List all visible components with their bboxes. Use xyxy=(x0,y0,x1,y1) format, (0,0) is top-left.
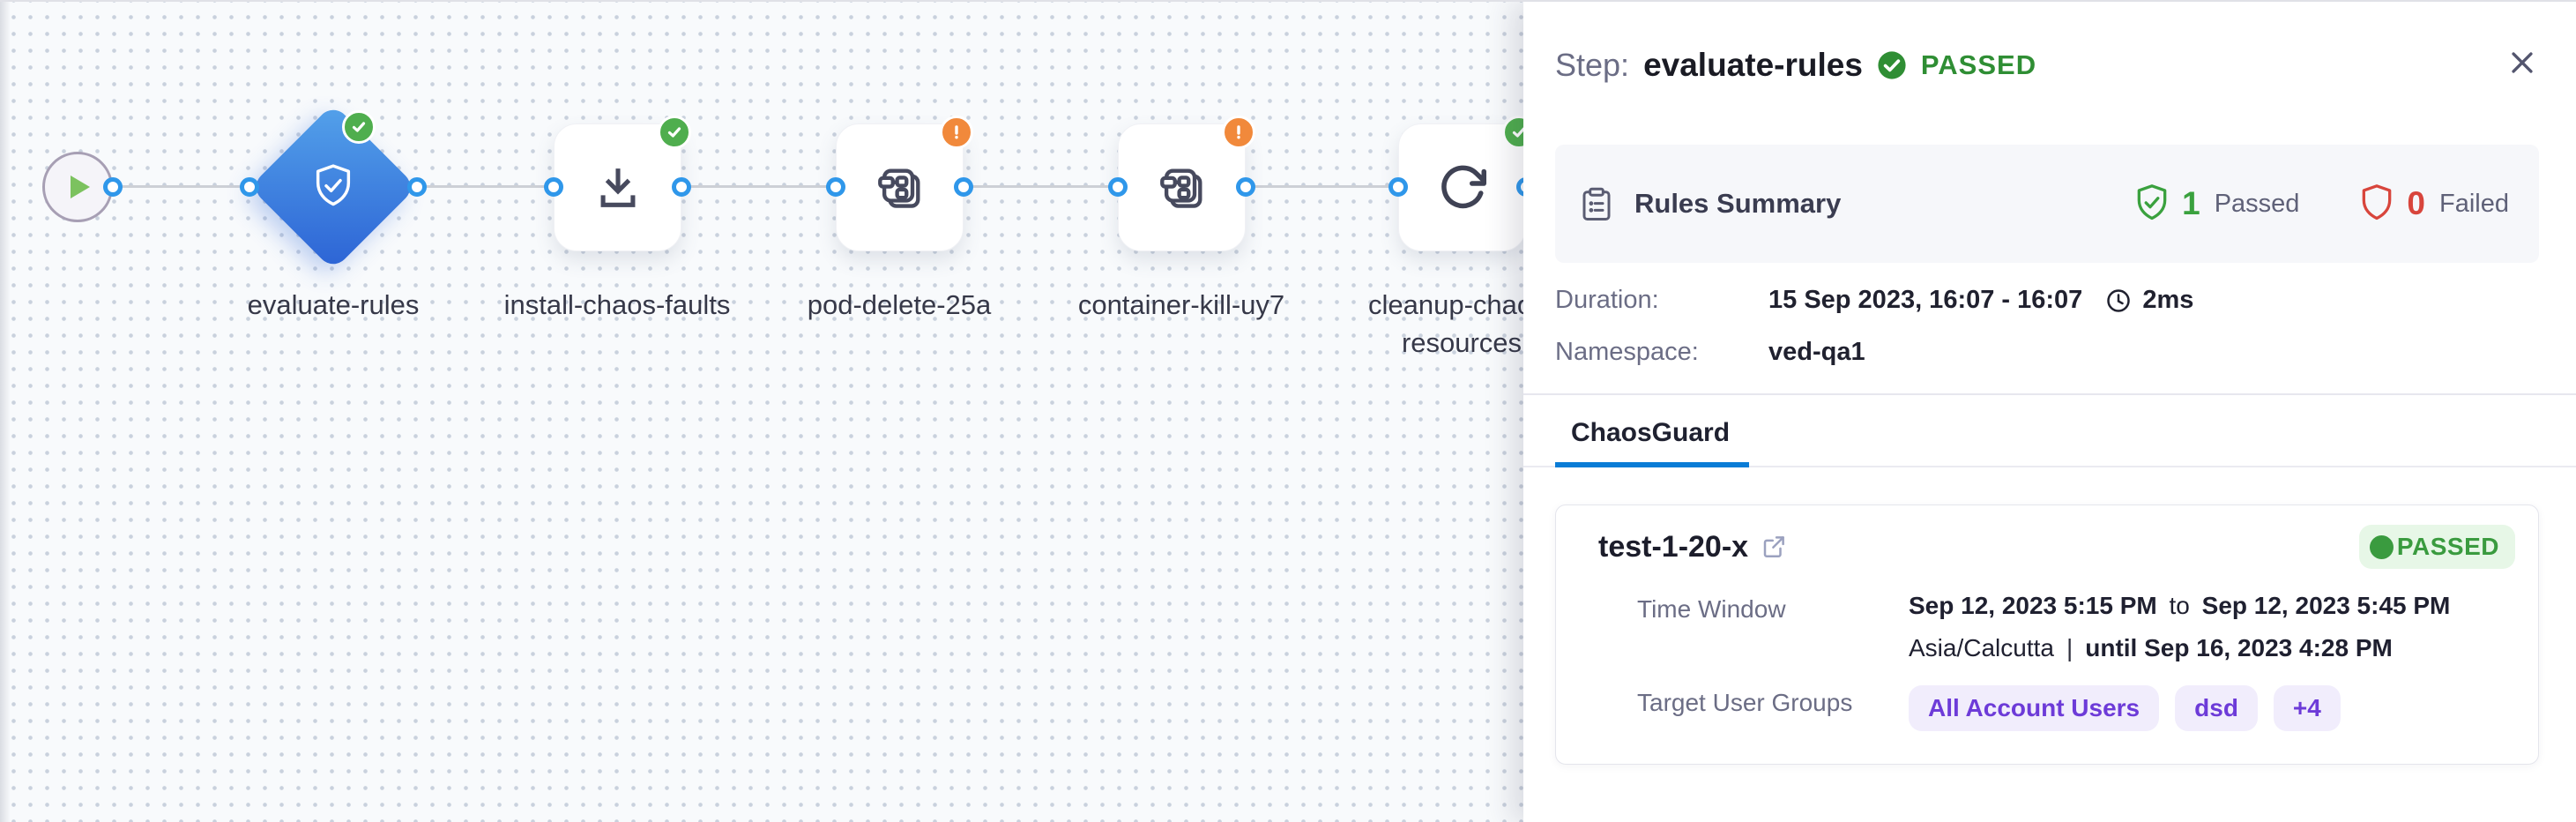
rules-summary-bar: Rules Summary 1 Passed 0 Failed xyxy=(1555,145,2539,263)
connector-dot[interactable] xyxy=(544,177,563,197)
pipeline-start-node[interactable] xyxy=(42,152,113,222)
node-label: evaluate-rules xyxy=(247,289,420,320)
condition-status-pill: PASSED xyxy=(2358,525,2515,569)
failed-count: 0 xyxy=(2407,185,2425,221)
duration-value: 15 Sep 2023, 16:07 - 16:07 xyxy=(1768,286,2083,314)
time-from: Sep 12, 2023 5:15 PM xyxy=(1909,592,2157,619)
check-icon xyxy=(1512,127,1526,138)
chaosguard-condition-card: test-1-20-x PASSED Time Window Sep 1 xyxy=(1555,504,2539,765)
user-group-pill[interactable]: +4 xyxy=(2273,685,2341,731)
pipeline-edge xyxy=(78,185,1534,188)
time-to-word: to xyxy=(2169,592,2190,619)
timezone: Asia/Calcutta xyxy=(1909,634,2054,661)
node-cleanup-chaos-resources[interactable] xyxy=(1398,123,1526,251)
namespace-value: ved-qa1 xyxy=(1768,338,1865,366)
check-icon xyxy=(667,127,681,138)
time-window-row: Time Window Sep 12, 2023 5:15 PM to Sep … xyxy=(1598,592,2515,662)
failed-label: Failed xyxy=(2439,189,2509,218)
panel-tabbar: ChaosGuard xyxy=(1523,395,2576,467)
connector-dot[interactable] xyxy=(954,177,973,197)
check-icon xyxy=(352,122,366,132)
shield-passed-icon xyxy=(2137,184,2167,220)
condition-status-text: PASSED xyxy=(2396,533,2499,560)
connector-dot[interactable] xyxy=(672,177,691,197)
retry-icon xyxy=(1441,165,1486,208)
clock-icon xyxy=(2105,288,2132,314)
shield-failed-icon xyxy=(2363,184,2392,220)
connector-dot[interactable] xyxy=(1108,177,1128,197)
card-header: test-1-20-x PASSED xyxy=(1598,525,2515,569)
step-prefix-label: Step: xyxy=(1555,47,1630,83)
user-group-pill[interactable]: All Account Users xyxy=(1909,685,2160,731)
separator: | xyxy=(2066,634,2073,661)
chaos-fault-icon xyxy=(877,168,919,208)
pipeline-canvas[interactable]: evaluate-rules install-chaos-faults xyxy=(0,2,1555,822)
panel-header: Step: evaluate-rules PASSED xyxy=(1555,42,2539,88)
time-to: Sep 12, 2023 5:45 PM xyxy=(2201,592,2451,619)
node-install-chaos-faults[interactable] xyxy=(554,123,681,251)
duration-label: Duration: xyxy=(1555,286,1659,314)
close-icon[interactable] xyxy=(2507,48,2537,78)
user-group-pills: All Account Users dsd +4 xyxy=(1909,685,2341,731)
duration-row: Duration: 15 Sep 2023, 16:07 - 16:07 2ms xyxy=(1555,286,2539,315)
connector-dot[interactable] xyxy=(826,177,845,197)
panel-divider xyxy=(1523,393,2576,395)
user-group-pill[interactable]: dsd xyxy=(2175,685,2258,731)
chaos-fault-icon xyxy=(1159,168,1202,208)
clipboard-icon xyxy=(1582,187,1611,220)
passed-stat: 1 Passed xyxy=(2133,183,2299,225)
status-dot-icon xyxy=(2369,534,2394,559)
passed-count: 1 xyxy=(2182,185,2200,221)
shield-check-icon xyxy=(316,164,351,206)
condition-name[interactable]: test-1-20-x xyxy=(1598,530,1787,564)
namespace-label: Namespace: xyxy=(1555,338,1699,366)
play-icon xyxy=(70,176,90,198)
time-window-range: Sep 12, 2023 5:15 PM to Sep 12, 2023 5:4… xyxy=(1909,592,2450,620)
canvas-left-shade xyxy=(0,2,11,822)
node-container-kill-uy7[interactable] xyxy=(1118,123,1246,251)
node-label: pod-delete-25a xyxy=(807,289,992,320)
node-label: container-kill-uy7 xyxy=(1077,289,1285,320)
tab-chaosguard[interactable]: ChaosGuard xyxy=(1555,395,1750,467)
status-warning-badge xyxy=(940,116,973,149)
until-date: until Sep 16, 2023 4:28 PM xyxy=(2085,634,2393,661)
step-detail-panel: Step: evaluate-rules PASSED Rules Summar… xyxy=(1523,2,2576,822)
external-link-icon[interactable] xyxy=(1761,534,1787,560)
rules-stats: 1 Passed 0 Failed xyxy=(2133,183,2509,225)
namespace-row: Namespace: ved-qa1 xyxy=(1555,338,2539,367)
status-warning-badge xyxy=(1222,116,1255,149)
exclamation-icon xyxy=(955,125,958,139)
success-check-circle-icon xyxy=(1878,51,1906,79)
target-user-groups-label: Target User Groups xyxy=(1637,689,1853,716)
status-success-badge xyxy=(342,110,376,144)
rules-summary-title: Rules Summary xyxy=(1634,188,1842,219)
step-title: evaluate-rules xyxy=(1643,47,1863,83)
connector-dot[interactable] xyxy=(1389,177,1408,197)
status-success-badge xyxy=(658,116,691,149)
download-icon xyxy=(600,168,635,207)
target-user-groups-row: Target User Groups All Account Users dsd… xyxy=(1598,685,2515,731)
passed-label: Passed xyxy=(2214,189,2300,218)
connector-dot[interactable] xyxy=(103,177,123,197)
connector-dot[interactable] xyxy=(1236,177,1255,197)
node-label: install-chaos-faults xyxy=(503,289,731,320)
duration-elapsed: 2ms xyxy=(2142,286,2194,314)
time-window-timezone: Asia/Calcutta | until Sep 16, 2023 4:28 … xyxy=(1909,634,2450,662)
connector-dot[interactable] xyxy=(407,177,427,197)
node-pod-delete-25a[interactable] xyxy=(836,123,964,251)
failed-stat: 0 Failed xyxy=(2357,183,2509,225)
node-evaluate-rules[interactable] xyxy=(249,103,417,271)
exclamation-icon xyxy=(1237,125,1240,139)
connector-dot[interactable] xyxy=(240,177,259,197)
time-window-label: Time Window xyxy=(1637,595,1786,623)
step-status-badge: PASSED xyxy=(1920,49,2037,80)
